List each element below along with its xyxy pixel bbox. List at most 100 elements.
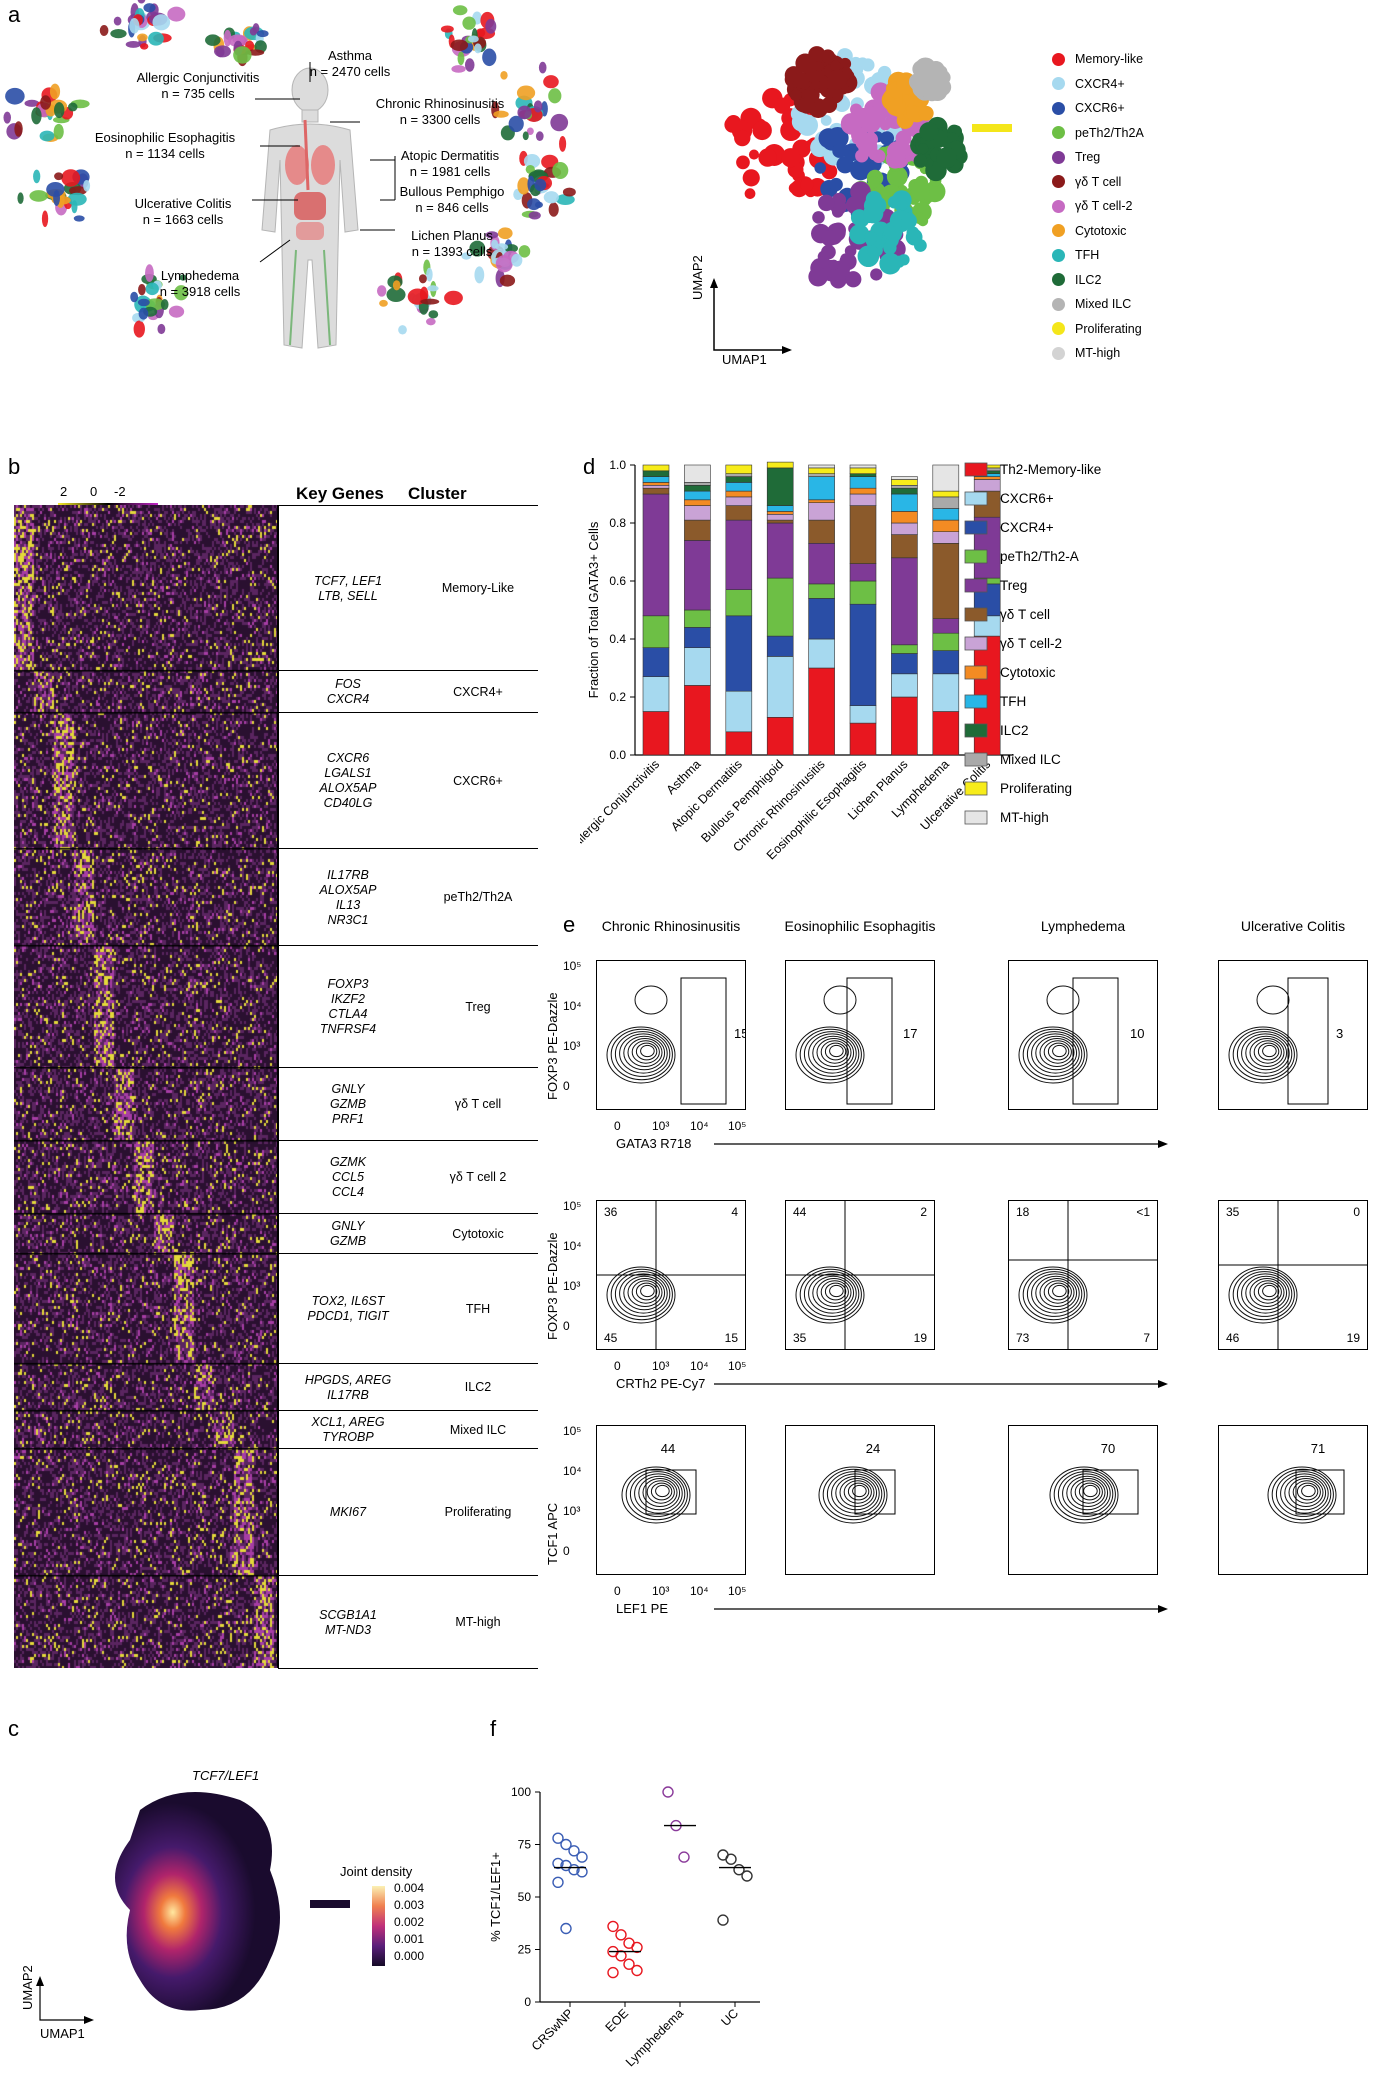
stacked-bar bbox=[725, 464, 753, 756]
legend-swatch bbox=[964, 491, 988, 506]
legend-label: ILC2 bbox=[1075, 272, 1102, 287]
header-cluster: Cluster bbox=[408, 484, 467, 503]
gate-percentage: 3 bbox=[1336, 1026, 1343, 1041]
bar-segment bbox=[684, 499, 711, 506]
cluster-name: CXCR4+ bbox=[453, 684, 503, 699]
bar-segment bbox=[849, 603, 877, 706]
bar-segment bbox=[808, 543, 835, 585]
quadrant-percentage: 4 bbox=[731, 1205, 738, 1219]
key-genes: MKI67 bbox=[278, 1505, 418, 1520]
bar-segment bbox=[642, 676, 670, 712]
data-point bbox=[623, 1958, 635, 1970]
cluster-name: γδ T cell bbox=[454, 1097, 502, 1111]
data-point bbox=[576, 1866, 588, 1878]
flow-y-tick: 0 bbox=[563, 1544, 570, 1558]
flow-contour-plot: 10 bbox=[1008, 960, 1158, 1110]
bar-segment bbox=[642, 470, 670, 477]
flow-column-header: Ulcerative Colitis bbox=[1240, 918, 1346, 934]
gene-name: LGALS1 bbox=[324, 766, 372, 780]
bar-segment bbox=[808, 473, 835, 477]
quadrant-percentage: 73 bbox=[1016, 1331, 1030, 1345]
bar-segment bbox=[932, 519, 960, 532]
panel-letter-c: c bbox=[8, 1716, 19, 1741]
bar-segment bbox=[684, 490, 711, 501]
quadrant-percentage: 19 bbox=[914, 1331, 928, 1345]
legend-swatch bbox=[964, 549, 988, 564]
data-point bbox=[607, 1966, 619, 1979]
bar-segment bbox=[808, 583, 835, 599]
bar-segment bbox=[725, 615, 753, 692]
flow-y-tick: 10³ bbox=[563, 1039, 581, 1053]
gene-name: GZMK bbox=[329, 1155, 367, 1169]
stacked-bar bbox=[766, 461, 794, 756]
legend-swatch bbox=[1052, 126, 1065, 139]
legend-swatch bbox=[1052, 199, 1065, 213]
flow-y-label: FOXP3 PE-Dazzle bbox=[545, 1232, 560, 1340]
quadrant-percentage: 0 bbox=[1353, 1205, 1360, 1219]
gene-name: CTLA4 bbox=[328, 1007, 368, 1021]
legend-swatch bbox=[964, 752, 988, 767]
disease-umap-thumbnail bbox=[440, 5, 497, 73]
legend-label: CXCR6+ bbox=[1000, 491, 1054, 506]
scatter-group bbox=[607, 1920, 643, 1979]
flow-x-tick: 10⁴ bbox=[690, 1119, 709, 1133]
bar-segment bbox=[849, 473, 877, 477]
quadrant-percentage: 18 bbox=[1016, 1205, 1030, 1219]
bar-segment bbox=[808, 502, 835, 521]
bar-segment bbox=[849, 464, 877, 469]
legend-swatch bbox=[964, 810, 988, 825]
gene-name: IL17RB bbox=[327, 867, 369, 882]
legend-swatch bbox=[964, 578, 988, 593]
table-bottom-line bbox=[278, 1668, 538, 1669]
flow-contour-plot: 15 bbox=[596, 960, 746, 1110]
bar-segment bbox=[932, 673, 960, 712]
gene-name: GNLY bbox=[331, 1082, 365, 1096]
bar-segment bbox=[849, 563, 877, 582]
panel-letter-d: d bbox=[583, 454, 596, 479]
bar-segment bbox=[766, 513, 794, 521]
legend-swatch bbox=[964, 520, 988, 535]
scatter-group bbox=[662, 1786, 696, 1863]
bar-segment bbox=[642, 711, 670, 756]
flow-column-header: Chronic Rhinosinusitis bbox=[601, 918, 741, 934]
gene-name: LTB, SELL bbox=[318, 588, 378, 603]
data-point bbox=[717, 1914, 729, 1926]
data-point bbox=[568, 1845, 580, 1857]
scale-label-mid: 0 bbox=[90, 484, 98, 499]
data-point bbox=[560, 1922, 572, 1935]
gene-expression-heatmap bbox=[14, 505, 278, 1668]
density-umap-y-label: UMAP2 bbox=[20, 1965, 35, 2010]
quadrant-percentage: 35 bbox=[1226, 1205, 1240, 1219]
cluster-name: Cytotoxic bbox=[452, 1226, 504, 1241]
disease-umap-thumbnail bbox=[205, 23, 269, 67]
data-point bbox=[568, 1863, 580, 1876]
bar-segment bbox=[932, 543, 960, 620]
legend-label: Proliferating bbox=[1075, 321, 1142, 336]
bar-segment bbox=[891, 696, 918, 756]
cluster-name: ILC2 bbox=[464, 1380, 492, 1394]
y-tick-label: 25 bbox=[518, 1943, 532, 1957]
y-tick-label: 50 bbox=[518, 1890, 532, 1904]
flow-x-arrow bbox=[714, 1605, 1168, 1613]
bar-segment bbox=[808, 476, 835, 501]
legend-item: peTh2/Th2A bbox=[1052, 126, 1144, 140]
legend-item: Mixed ILC bbox=[1052, 297, 1131, 311]
legend-label: Mixed ILC bbox=[1075, 297, 1132, 311]
flow-x-tick: 10⁵ bbox=[728, 1359, 747, 1373]
bar-segment bbox=[891, 479, 918, 486]
gate-percentage: 44 bbox=[661, 1441, 675, 1456]
bar-segment bbox=[766, 467, 794, 506]
gene-name: IL17RB bbox=[327, 1387, 369, 1402]
legend-label: γδ T cell bbox=[1000, 607, 1050, 622]
quadrant-percentage: 15 bbox=[725, 1331, 739, 1345]
bar-segment bbox=[642, 647, 670, 677]
y-tick-label: 0.2 bbox=[609, 690, 626, 704]
gene-name: TYROBP bbox=[322, 1430, 374, 1444]
legend-label: MT-high bbox=[1000, 810, 1049, 825]
x-category-label: Atopic Dermatitis bbox=[668, 757, 745, 834]
